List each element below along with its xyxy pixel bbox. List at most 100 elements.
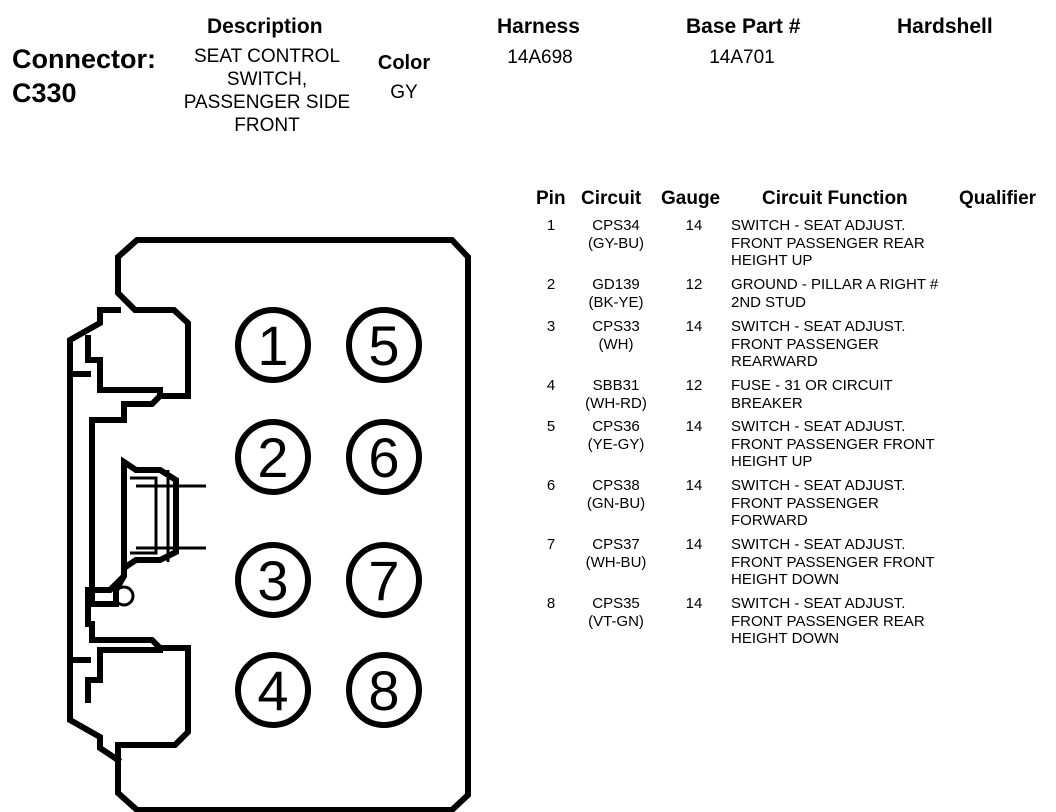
pin-number: 2 <box>546 276 556 293</box>
lock-tab <box>130 476 158 555</box>
pin-label: 4 <box>257 659 288 722</box>
function-line: FRONT PASSENGER <box>731 494 879 512</box>
wire-color: (GY-BU) <box>587 234 645 252</box>
color-block: Color GY <box>372 50 436 110</box>
gauge-cell: 12 <box>685 276 703 293</box>
function-cell: SWITCH - SEAT ADJUST.FRONT PASSENGER FRO… <box>731 418 961 471</box>
circuit-cell: CPS37(WH-BU) <box>580 536 652 571</box>
latch-outline <box>67 307 123 765</box>
function-line: FRONT PASSENGER FRONT <box>731 553 935 571</box>
function-line: HEIGHT UP <box>731 252 813 269</box>
wire-color: (WH-BU) <box>585 553 647 571</box>
circuit-header: Circuit <box>581 188 642 209</box>
function-line: SWITCH - SEAT ADJUST. <box>731 318 906 335</box>
gauge-cell: 14 <box>685 418 703 435</box>
hardshell-header: Hardshell <box>897 15 993 38</box>
wire-color: (YE-GY) <box>587 435 645 453</box>
pin-table: Pin Circuit Gauge Circuit Function Quali… <box>536 188 1048 648</box>
function-cell: SWITCH - SEAT ADJUST.FRONT PASSENGER REA… <box>731 217 961 270</box>
circuit-cell: SBB31(WH-RD) <box>580 377 652 412</box>
pin-cavities: 1 5 2 6 3 7 4 8 <box>235 307 422 728</box>
pin-label: 6 <box>368 426 399 489</box>
description-line: FRONT <box>234 115 300 136</box>
function-line: GROUND - PILLAR A RIGHT # <box>731 276 939 293</box>
pin-cavity: 8 <box>346 652 422 728</box>
pin-number: 3 <box>546 318 556 335</box>
gauge-cell: 14 <box>685 477 703 494</box>
pin-label: 1 <box>257 314 288 377</box>
qualifier-header: Qualifier <box>959 188 1037 209</box>
description-line: SWITCH, <box>226 69 308 90</box>
function-cell: SWITCH - SEAT ADJUST.FRONT PASSENGER REA… <box>731 595 961 648</box>
pin-cavity: 2 <box>235 419 311 495</box>
pin-cavity: 4 <box>235 652 311 728</box>
pin-number: 1 <box>546 217 556 234</box>
circuit-cell: CPS36(YE-GY) <box>580 418 652 453</box>
circuit-id: CPS36 <box>592 418 640 435</box>
description-line: SEAT CONTROL <box>193 46 341 67</box>
wire-color: (GN-BU) <box>586 494 646 512</box>
function-line: HEIGHT DOWN <box>731 630 840 647</box>
function-line: FRONT PASSENGER REAR <box>731 234 925 252</box>
pin-number: 5 <box>546 418 556 435</box>
wire-color: (WH) <box>598 335 634 353</box>
circuit-id: CPS35 <box>592 595 640 612</box>
circuit-cell: CPS33(WH) <box>580 318 652 353</box>
circuit-cell: CPS38(GN-BU) <box>580 477 652 512</box>
connector-face-diagram: 1 5 2 6 3 7 4 8 <box>67 237 471 812</box>
pin-label: 7 <box>368 549 399 612</box>
pin-number: 6 <box>546 477 556 494</box>
connector-title: Connector: C330 <box>12 42 156 110</box>
pin-cavity: 5 <box>346 307 422 383</box>
circuit-function-header: Circuit Function <box>762 188 908 209</box>
gauge-cell: 14 <box>685 595 703 612</box>
pin-number: 4 <box>546 377 556 394</box>
connector-label: Connector: <box>12 44 156 74</box>
wire-color: (VT-GN) <box>588 612 644 630</box>
circuit-cell: GD139(BK-YE) <box>580 276 652 311</box>
pin-label: 2 <box>257 426 288 489</box>
function-line: REARWARD <box>731 353 818 370</box>
gauge-cell: 12 <box>685 377 703 394</box>
circuit-id: CPS37 <box>592 536 640 553</box>
base-part-value: 14A701 <box>709 47 775 68</box>
color-label: Color <box>377 52 431 74</box>
function-line: HEIGHT DOWN <box>731 571 840 588</box>
function-line: FRONT PASSENGER <box>731 335 879 353</box>
function-line: SWITCH - SEAT ADJUST. <box>731 477 906 494</box>
description-line: PASSENGER SIDE <box>183 92 351 113</box>
base-part-header: Base Part # <box>686 15 801 38</box>
function-line: FRONT PASSENGER FRONT <box>731 435 935 453</box>
circuit-id: CPS33 <box>592 318 640 335</box>
pin-label: 5 <box>368 314 399 377</box>
function-line: HEIGHT UP <box>731 453 813 470</box>
circuit-id: SBB31 <box>592 377 640 394</box>
circuit-id: CPS34 <box>592 217 640 234</box>
latch-inner-step <box>85 647 163 703</box>
circuit-id: CPS38 <box>592 477 640 494</box>
color-value: GY <box>390 82 418 103</box>
circuit-cell: CPS35(VT-GN) <box>580 595 652 630</box>
pin-number: 7 <box>546 536 556 553</box>
circuit-id: GD139 <box>592 276 640 293</box>
function-line: FORWARD <box>731 512 808 529</box>
harness-header: Harness <box>497 15 580 38</box>
function-line: SWITCH - SEAT ADJUST. <box>731 217 906 234</box>
description-header: Description <box>207 15 323 38</box>
function-line: SWITCH - SEAT ADJUST. <box>731 418 906 435</box>
pin-label: 8 <box>368 659 399 722</box>
function-line: BREAKER <box>731 394 803 412</box>
gauge-cell: 14 <box>685 217 703 234</box>
pin-cavity: 3 <box>235 542 311 618</box>
pin-number: 8 <box>546 595 556 612</box>
function-cell: SWITCH - SEAT ADJUST.FRONT PASSENGER FRO… <box>731 536 961 589</box>
gauge-cell: 14 <box>685 536 703 553</box>
function-line: SWITCH - SEAT ADJUST. <box>731 536 906 553</box>
lock-pin-hole <box>113 585 135 607</box>
connector-id: C330 <box>12 78 77 108</box>
pin-header: Pin <box>536 188 566 209</box>
pin-label: 3 <box>257 549 288 612</box>
function-line: FUSE - 31 OR CIRCUIT <box>731 377 893 394</box>
